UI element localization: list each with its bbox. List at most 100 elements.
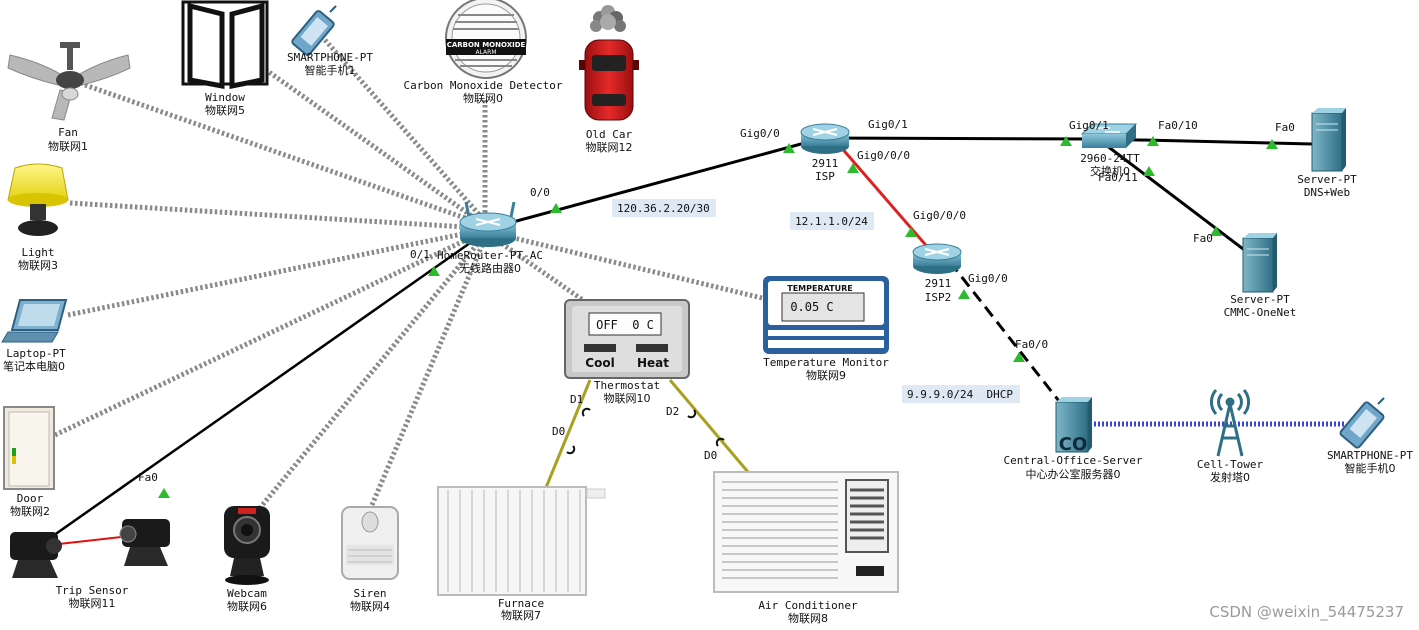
central-office-server-device[interactable]: CO Central-Office-Server 中心办公室服务器0 [1003, 397, 1143, 481]
port-indicator [1060, 136, 1072, 146]
port-label: Gig0/0/0 [913, 209, 966, 222]
furnace-label: Furnace [498, 597, 544, 610]
old-car-cn-label: 物联网12 [586, 140, 633, 154]
cell-tower-device[interactable]: Cell-Tower 发射塔0 [1197, 389, 1264, 484]
dashed-link-isp2-co[interactable] [948, 261, 1068, 411]
trip-sensor-label: Trip Sensor [56, 584, 129, 597]
wireless-link-webcam[interactable] [248, 234, 486, 522]
co-server-badge: CO [1059, 434, 1088, 455]
wireless-link-fan[interactable] [84, 82, 486, 228]
wireless-link-window[interactable] [243, 52, 482, 225]
fan-cn-label: 物联网1 [48, 139, 88, 153]
siren-icon [341, 506, 399, 580]
dns-server-device[interactable]: Server-PT DNS+Web [1297, 108, 1357, 199]
connector-hook [715, 437, 725, 447]
dns-server-model-label: Server-PT [1297, 173, 1357, 186]
connector-hook [687, 409, 697, 419]
copper-link-switch-cmmc[interactable] [1097, 137, 1256, 260]
note-box [902, 385, 1020, 403]
laptop-icon [1, 299, 68, 343]
switch-device[interactable]: 2960-24TT 交换机0 [1080, 123, 1140, 178]
smartphone0-cn-label: 智能手机0 [1345, 461, 1396, 475]
wireless-link-door[interactable] [53, 229, 485, 438]
window-icon [181, 0, 269, 90]
wireless-link-light[interactable] [69, 200, 483, 231]
isp-name-label: ISP [815, 170, 835, 183]
port-label: Fa0/0 [1015, 338, 1048, 351]
iot-cable-thermo-ac[interactable] [668, 379, 750, 473]
co-detector-device[interactable]: CARBON MONOXIDE ALARM Carbon Monoxide De… [404, 0, 563, 105]
old-car-device[interactable]: Old Car 物联网12 [579, 5, 639, 154]
central-office-server-icon [1055, 397, 1092, 453]
port-label: Gig0/0 [740, 127, 780, 140]
switch-icon [1080, 123, 1138, 148]
port-label: Fa0 [138, 471, 158, 484]
webcam-cn-label: 物联网6 [227, 599, 267, 613]
port-label: Fa0 [1275, 121, 1295, 134]
home-router-device[interactable]: HomeRouter-PT-AC 无线路由器0 [437, 201, 543, 275]
fan-device[interactable]: Fan 物联网1 [7, 42, 131, 153]
air-conditioner-cn-label: 物联网8 [788, 611, 828, 625]
isp-router-device[interactable]: 2911 ISP [800, 123, 850, 183]
switch-name-label: 交换机0 [1090, 164, 1130, 178]
isp2-name-label: ISP2 [925, 291, 952, 304]
cell-tower-label: Cell-Tower [1197, 458, 1264, 471]
copper-link-router-isp[interactable] [486, 136, 824, 231]
light-device[interactable]: Light 物联网3 [7, 163, 69, 272]
webcam-icon [224, 506, 270, 585]
webcam-label: Webcam [227, 587, 267, 600]
dns-server-name-label: DNS+Web [1304, 186, 1350, 199]
note-box [790, 212, 874, 230]
smartphone-icon [291, 5, 337, 56]
door-icon [3, 406, 55, 490]
smartphone1-device[interactable]: SMARTPHONE-PT 智能手机1 [287, 5, 373, 77]
co-server-cn-label: 中心办公室服务器0 [1026, 467, 1121, 481]
air-conditioner-device[interactable]: Air Conditioner 物联网8 [713, 471, 899, 625]
door-device[interactable]: Door 物联网2 [3, 406, 55, 518]
iot-cable-thermo-furnace[interactable] [543, 379, 592, 491]
port-label: Fa0/11 [1098, 171, 1138, 184]
port-indicator [783, 143, 795, 153]
serial-link-isp-isp2[interactable] [831, 137, 939, 259]
fan-label: Fan [58, 126, 78, 139]
siren-device[interactable]: Siren 物联网4 [341, 506, 399, 613]
wireless-link-siren[interactable] [369, 235, 489, 506]
isp2-router-device[interactable]: 2911 ISP2 [912, 243, 962, 304]
trip-sensor-cn-label: 物联网11 [69, 596, 116, 610]
co-detector-badge-sub: ALARM [475, 49, 496, 56]
wireless-link-thermostat[interactable] [486, 231, 592, 308]
port-indicator [1013, 352, 1025, 362]
switch-model-label: 2960-24TT [1080, 152, 1140, 165]
copper-link-isp-switch[interactable] [822, 136, 1099, 141]
copper-link-router-trip[interactable] [39, 234, 481, 547]
window-cn-label: 物联网5 [205, 103, 245, 117]
door-cn-label: 物联网2 [10, 504, 50, 518]
laptop-cn-label: 笔记本电脑0 [3, 359, 65, 373]
port-label: D2 [666, 405, 679, 418]
laptop-device[interactable]: Laptop-PT 笔记本电脑0 [1, 299, 68, 373]
smartphone0-label: SMARTPHONE-PT [1327, 449, 1413, 462]
webcam-device[interactable]: Webcam 物联网6 [224, 506, 270, 613]
window-label: Window [205, 91, 245, 104]
port-indicator [428, 266, 440, 276]
wireless-link-temp-monitor[interactable] [488, 229, 763, 301]
smartphone1-cn-label: 智能手机1 [305, 63, 356, 77]
wireless-link-laptop[interactable] [67, 227, 483, 318]
thermostat-device[interactable]: OFF 0 C Cool Heat Thermostat 物联网10 [564, 299, 690, 405]
port-label: Fa0/10 [1158, 119, 1198, 132]
smartphone0-device[interactable]: SMARTPHONE-PT 智能手机0 [1327, 397, 1413, 475]
trip-sensor-device[interactable]: Trip Sensor 物联网11 [10, 519, 170, 610]
window-device[interactable]: Window 物联网5 [181, 0, 269, 117]
port-indicator [1266, 139, 1278, 149]
cmmc-server-model-label: Server-PT [1230, 293, 1290, 306]
cmmc-server-device[interactable]: Server-PT CMMC-OneNet [1224, 233, 1297, 319]
light-label: Light [21, 246, 54, 259]
note-box [612, 199, 716, 217]
air-conditioner-icon [713, 471, 899, 593]
wireless-link-smartphone1[interactable] [323, 38, 486, 222]
car-icon [579, 5, 639, 121]
furnace-device[interactable]: Furnace 物联网7 [437, 486, 606, 622]
port-status-indicators [158, 136, 1278, 498]
home-router-label: HomeRouter-PT-AC [437, 249, 543, 262]
temp-monitor-device[interactable]: TEMPERATURE 0.05 C Temperature Monitor 物… [763, 276, 889, 382]
